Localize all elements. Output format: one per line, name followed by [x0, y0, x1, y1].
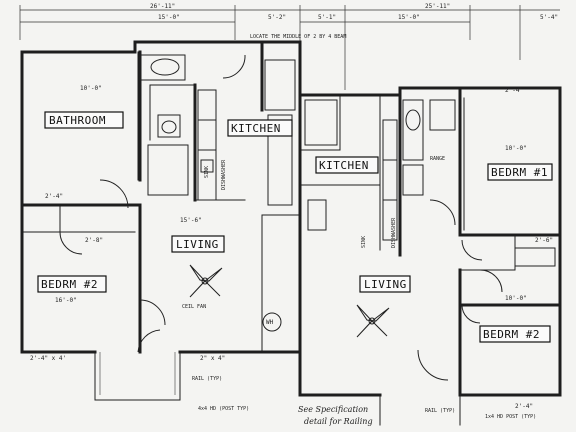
dim-door-2-4-mid: 2" x 4" — [200, 355, 225, 362]
dim-bedrm2-left-width: 16'-0" — [55, 297, 77, 304]
dim-bedrm1-right-width: 10'-0" — [505, 145, 527, 152]
kitchen-label-box — [227, 119, 293, 137]
kitchen-beam-note: LOCATE THE MIDDLE OF 2 BY 4 BEAM — [250, 34, 346, 40]
range-label: RANGE — [430, 156, 445, 162]
dishwasher-label-right: DISHWASHER — [391, 217, 397, 248]
dim-bedrm2-right-width: 10'-0" — [505, 295, 527, 302]
bedroom2-label-box-left — [37, 275, 107, 293]
room-label-living-left: LIVING — [176, 238, 219, 251]
kitchen-label-box-right — [315, 156, 379, 174]
dim-bath-width: 10'-0" — [80, 85, 102, 92]
dim-door-2-6: 2'-6" — [535, 237, 553, 244]
rail-note-left: RAIL (TYP) — [192, 376, 222, 382]
ceiling-fan-icon-right — [356, 304, 390, 338]
porch-post-note: 4x4 HD (POST TYP) — [198, 406, 249, 412]
handwritten-note-1: See Specification — [298, 405, 368, 414]
bedroom2-label-box-right — [479, 325, 551, 343]
rail-note-right: RAIL (TYP) — [425, 408, 455, 414]
room-label-bedroom2-left: BEDRM #2 — [41, 278, 98, 291]
dishwasher-label-left: DISHWASHER — [221, 159, 227, 190]
room-label-kitchen-right: KITCHEN — [319, 159, 369, 172]
water-heater-label: WH — [266, 319, 274, 326]
sink-label-left: SINK — [204, 166, 210, 178]
handwritten-note-2: detail for Railing — [304, 417, 373, 426]
left-unit-walls — [20, 40, 302, 401]
dim-door-2-4-left: 2'-4" x 4' — [30, 355, 66, 362]
dim-top-right-end: 5'-4" — [540, 14, 558, 21]
living-label-box-right — [359, 275, 411, 293]
dim-left-door: 2'-4" — [45, 193, 63, 200]
dim-top-left-sub: 15'-0" — [158, 14, 180, 21]
living-label-box-left — [171, 235, 225, 253]
dim-living-width: 15'-6" — [180, 217, 202, 224]
dim-top-right-sub: 15'-0" — [398, 14, 420, 21]
dim-top-left-overall: 26'-11" — [150, 3, 175, 10]
left-unit-fixtures: WH — [59, 54, 296, 353]
dim-door-2-4-right: 2'-4" — [515, 403, 533, 410]
dim-top-right-overall: 25'-11" — [425, 3, 450, 10]
dim-right-door-top: 2'-4" — [505, 87, 523, 94]
bathroom-label-box — [44, 111, 124, 129]
right-unit-walls — [298, 86, 562, 426]
top-dimension-lines — [19, 5, 560, 90]
room-label-bathroom: BATHROOM — [49, 114, 106, 127]
room-label-bedroom2-right: BEDRM #2 — [483, 328, 540, 341]
room-label-bedroom1-right: BEDRM #1 — [491, 166, 548, 179]
dim-top-mid-a: 5'-2" — [268, 14, 286, 21]
bedroom1-label-box-right — [487, 163, 553, 181]
room-label-kitchen-left: KITCHEN — [231, 122, 281, 135]
sink-label-right: SINK — [361, 236, 367, 248]
bottom-right-post-note: 1x4 HD POST (TYP) — [485, 414, 536, 420]
right-unit-fixtures — [304, 99, 556, 381]
dim-left-opening: 2'-8" — [85, 237, 103, 244]
ceiling-fan-label: CEIL FAN — [182, 304, 206, 310]
room-label-living-right: LIVING — [364, 278, 407, 291]
ceiling-fan-icon — [189, 264, 223, 298]
dim-top-mid-b: 5'-1" — [318, 14, 336, 21]
